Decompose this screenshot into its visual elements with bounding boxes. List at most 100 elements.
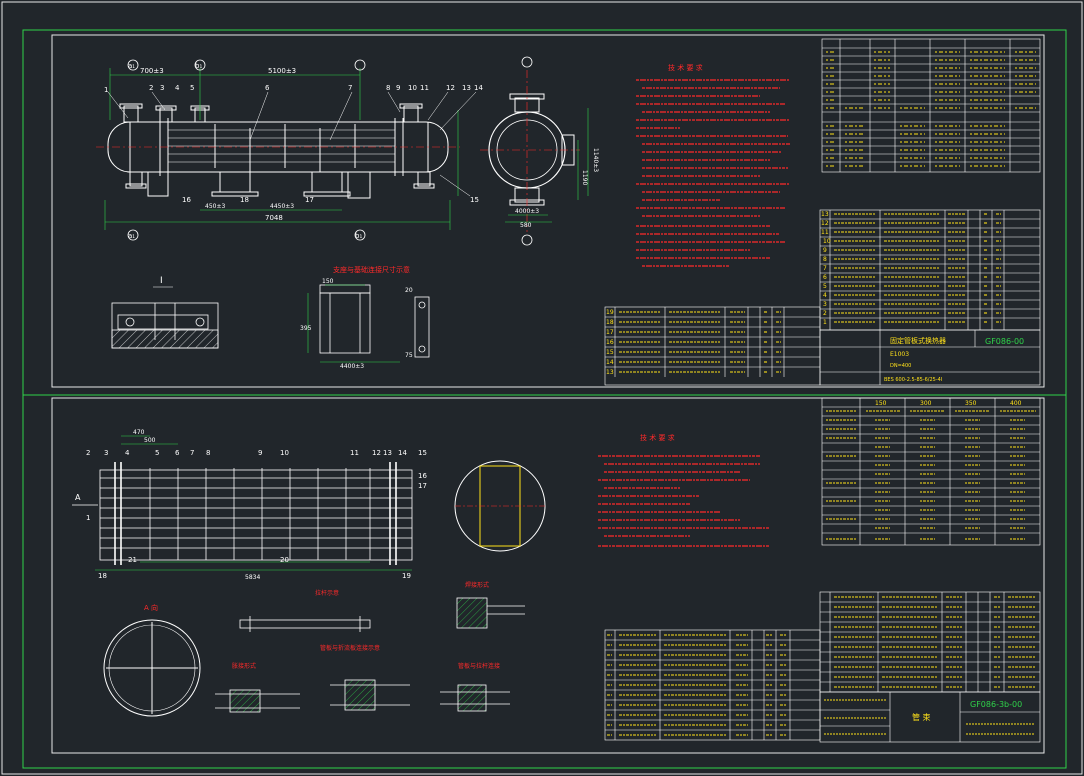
svg-text:3: 3 xyxy=(160,84,164,92)
svg-text:19: 19 xyxy=(606,309,614,316)
detail-title-expand: 胀接形式 xyxy=(232,662,256,670)
detail-title-weld-type: 焊接形式 xyxy=(465,581,489,589)
svg-text:13: 13 xyxy=(383,449,392,457)
dim-470-bundle: 470 xyxy=(133,429,145,436)
notes-block-sheet2 xyxy=(598,455,770,547)
saddle-title: 支座与基础连接尺寸示意 xyxy=(333,265,410,274)
svg-text:9: 9 xyxy=(258,449,262,457)
svg-text:13: 13 xyxy=(821,211,829,218)
notes-title-sheet2: 技 术 要 求 xyxy=(640,433,675,442)
svg-text:11: 11 xyxy=(420,84,429,92)
dim-700: 700±3 xyxy=(140,67,164,75)
svg-text:2: 2 xyxy=(86,449,90,457)
svg-text:1: 1 xyxy=(86,514,90,522)
tube-bundle-dims xyxy=(95,435,412,571)
parts-list-sheet2-text xyxy=(607,596,1036,736)
design-data-table xyxy=(821,38,1041,173)
leader-lines-sheet1 xyxy=(107,91,477,197)
svg-text:17: 17 xyxy=(305,196,314,204)
svg-text:5: 5 xyxy=(823,283,827,290)
end-view-dims xyxy=(505,108,589,223)
svg-text:15: 15 xyxy=(470,196,479,204)
svg-text:16: 16 xyxy=(182,196,191,204)
axis-b-bottom: b₁ xyxy=(355,232,362,240)
svg-text:5: 5 xyxy=(155,449,159,457)
detail-expand xyxy=(215,689,300,713)
svg-text:7: 7 xyxy=(823,265,827,272)
notes-title-sheet1: 技 术 要 求 xyxy=(668,63,703,72)
parts-list-sheet1-numbers: 19 18 17 16 15 14 13 13 12 11 10 9 8 7 6… xyxy=(606,211,831,376)
svg-text:7: 7 xyxy=(348,84,352,92)
svg-text:16: 16 xyxy=(418,472,427,480)
saddle-dim-395: 395 xyxy=(300,325,312,332)
sheet1-border xyxy=(51,34,1045,388)
svg-text:5: 5 xyxy=(190,84,194,92)
svg-text:4: 4 xyxy=(823,292,827,299)
dim-450: 450±3 xyxy=(205,203,225,210)
dim-5100: 5100±3 xyxy=(268,67,296,75)
svg-text:4: 4 xyxy=(175,84,180,92)
dim-580: 580 xyxy=(520,222,532,229)
dim-4450: 4450±3 xyxy=(270,203,294,210)
svg-text:18: 18 xyxy=(98,572,107,580)
svg-text:12: 12 xyxy=(446,84,455,92)
title-drawing-no-sheet1: GF086-00 xyxy=(985,337,1024,346)
svg-text:16: 16 xyxy=(606,339,614,346)
svg-text:11: 11 xyxy=(821,229,829,236)
parts-list-sheet1-text xyxy=(619,213,1001,373)
title-name-sheet1: 固定管板式换热器 xyxy=(890,336,946,345)
svg-text:13: 13 xyxy=(606,369,614,376)
parts-list-sheet2 xyxy=(604,591,1041,741)
svg-text:4: 4 xyxy=(125,449,130,457)
dim-overall-bundle: 5834 xyxy=(245,574,260,581)
svg-text:350: 350 xyxy=(965,400,977,407)
svg-text:1: 1 xyxy=(823,319,827,326)
saddle-dims xyxy=(307,284,400,363)
title-block-sheet2-fill xyxy=(824,699,1034,735)
detail-tie-conn xyxy=(440,684,510,712)
spec-table-header: 150 300 350 400 xyxy=(875,400,1022,407)
design-data-table-fill xyxy=(826,51,1036,167)
detail-baffle-conn xyxy=(330,679,410,711)
detail-tie-rod xyxy=(239,616,371,632)
svg-text:13: 13 xyxy=(462,84,471,92)
svg-text:18: 18 xyxy=(240,196,249,204)
svg-text:14: 14 xyxy=(398,449,407,457)
title-block-sheet2 xyxy=(819,691,1041,743)
svg-text:14: 14 xyxy=(474,84,483,92)
svg-text:3: 3 xyxy=(823,301,827,308)
title-size-sheet1: DN=400 xyxy=(890,363,911,369)
svg-text:17: 17 xyxy=(606,329,614,336)
view-a-title: A 向 xyxy=(144,603,158,612)
svg-text:10: 10 xyxy=(408,84,417,92)
svg-text:17: 17 xyxy=(418,482,427,490)
axis-b-top: b₁ xyxy=(195,62,202,70)
sheet-frame-green xyxy=(22,29,1067,769)
spec-table-sheet2 xyxy=(821,397,1041,546)
svg-text:10: 10 xyxy=(823,238,831,245)
svg-text:21: 21 xyxy=(128,556,137,564)
svg-text:400: 400 xyxy=(1010,400,1022,407)
saddle-dim-150: 150 xyxy=(322,278,334,285)
svg-text:8: 8 xyxy=(206,449,210,457)
svg-text:3: 3 xyxy=(104,449,108,457)
svg-text:15: 15 xyxy=(606,349,614,356)
detail-I-drawing xyxy=(111,302,219,349)
title-std-sheet1: BES 600-2.5-85-6/25-4I xyxy=(884,377,942,383)
svg-text:12: 12 xyxy=(372,449,381,457)
svg-text:20: 20 xyxy=(280,556,289,564)
svg-text:12: 12 xyxy=(821,220,829,227)
detail-title-tie-rod: 拉杆示意 xyxy=(315,589,339,597)
dim-4000: 4000±3 xyxy=(515,208,539,215)
title-label-sheet2: 管 束 xyxy=(912,712,931,722)
notes-block-sheet1 xyxy=(636,79,790,267)
tube-bundle-view xyxy=(99,462,413,565)
svg-text:19: 19 xyxy=(402,572,411,580)
svg-text:9: 9 xyxy=(396,84,400,92)
dim-1190: 1190 xyxy=(581,170,588,185)
detail-weld-type xyxy=(456,597,525,629)
svg-text:11: 11 xyxy=(350,449,359,457)
detail-title-baffle-conn: 管板与折流板连接示意 xyxy=(320,644,380,652)
